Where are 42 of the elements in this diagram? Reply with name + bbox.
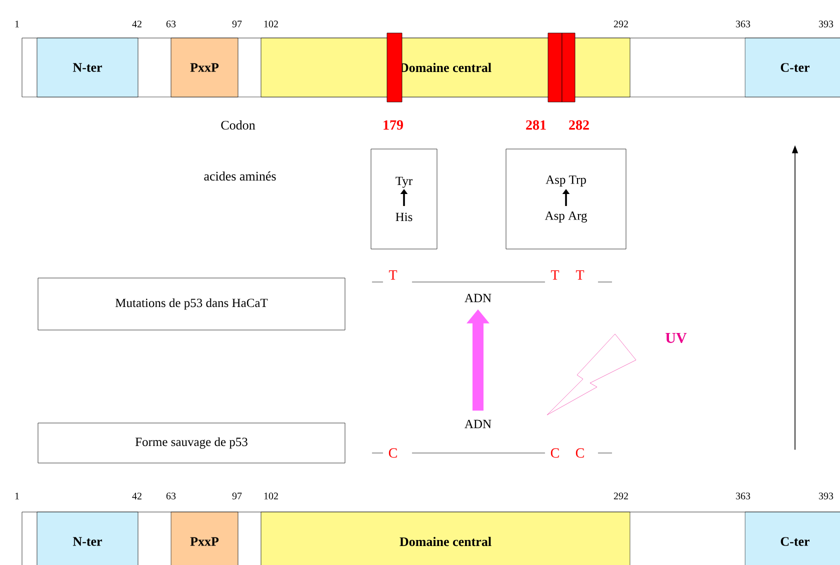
codon-number: 281 [526,120,546,130]
nucleotide: C [388,448,397,458]
nucleotide: T [576,270,584,280]
position-number: 1 [15,20,19,28]
domain-box: Domaine central [260,512,630,565]
label-box: Mutations de p53 dans HaCaT [38,278,346,330]
position-number: 1 [15,492,19,500]
position-number: 292 [614,20,628,28]
position-number: 63 [166,492,176,500]
domain-box: C-ter [744,512,840,565]
text: Codon [221,120,256,130]
dna-label: ADN [464,420,492,428]
position-number: 42 [132,492,142,500]
domain-box: PxxP [170,512,238,565]
position-number: 102 [264,492,278,500]
nucleotide: T [550,270,560,280]
dna-label: ADN [464,294,492,302]
position-number: 393 [819,20,834,28]
position-number: 393 [819,492,834,500]
domain-box: PxxP [170,38,238,98]
lightning-bolt [546,334,636,416]
position-number: 97 [232,492,242,500]
label-box: Forme sauvage de p53 [38,422,346,464]
nucleotide: C [576,448,584,458]
nucleotide: T [388,270,398,280]
codon-number: 179 [384,120,403,130]
domain-box: N-ter [36,38,138,98]
position-number: 363 [736,492,750,500]
amino-acid-box: Asp Trp Asp Arg [506,148,626,250]
position-number: 292 [614,492,628,500]
codon-number: 282 [569,120,589,130]
amino-acid-box: Tyr His [370,148,438,250]
uv-label: UV [666,332,687,344]
domain-box: N-ter [36,512,138,565]
nucleotide: C [550,448,559,458]
position-number: 97 [232,20,242,28]
domain-box: C-ter [744,38,840,98]
position-number: 42 [132,20,142,28]
position-number: 63 [166,20,176,28]
text: acides aminés [204,171,276,181]
position-number: 102 [264,20,278,28]
position-number: 363 [736,20,750,28]
